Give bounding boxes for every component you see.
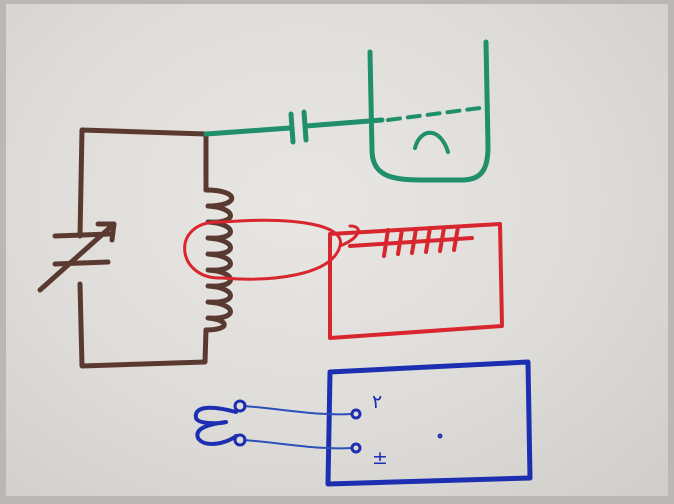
variable-capacitor-arrow [37, 221, 117, 293]
coupling-loop-inner [338, 224, 360, 248]
blue-box [325, 359, 533, 487]
earphone-symbol [193, 405, 238, 446]
coupling-capacitor-plate-left [288, 111, 296, 145]
battery-section [193, 359, 533, 487]
grid-wire-left [203, 125, 293, 137]
terminal-label-upper: ٢ [372, 391, 382, 413]
coupling-loop [183, 218, 342, 281]
red-coil-spine [348, 236, 474, 248]
tube-grid-dashed [386, 106, 482, 122]
terminal-dot-lower [350, 442, 362, 454]
tank-wire-loop [77, 127, 209, 369]
lead-end-lower [233, 433, 247, 447]
coupling-section [183, 218, 504, 340]
tube-envelope [367, 39, 491, 183]
lead-wire-lower [243, 439, 353, 450]
variable-capacitor-plate-bottom [52, 259, 111, 267]
tube-section [203, 39, 491, 183]
terminal-dot-upper [350, 408, 362, 420]
lead-end-upper [233, 399, 247, 413]
inductor-coil [203, 187, 235, 333]
stray-dot [437, 433, 443, 439]
tube-filament [413, 130, 450, 154]
tank-circuit [37, 127, 235, 369]
terminal-label-lower: ± [372, 447, 388, 469]
lead-wire-upper [243, 405, 353, 416]
red-coil-turns [382, 225, 460, 258]
